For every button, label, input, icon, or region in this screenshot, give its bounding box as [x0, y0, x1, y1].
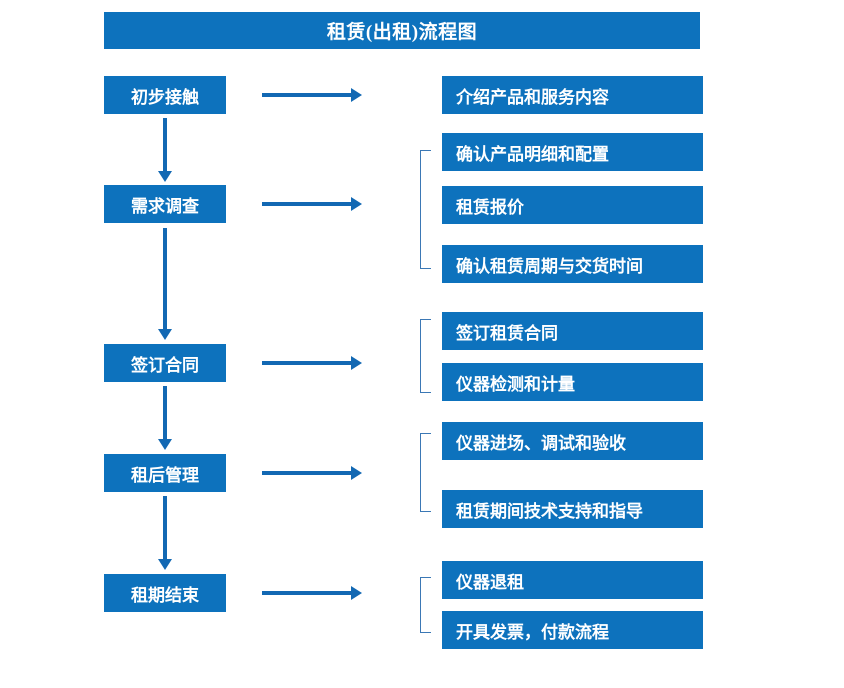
detail-box-invoice-payment-process[interactable]: 开具发票，付款流程	[442, 611, 703, 649]
bracket-sign-contract	[420, 319, 431, 393]
bracket-requirement-survey	[420, 150, 431, 269]
stage-box-initial-contact[interactable]: 初步接触	[104, 76, 226, 114]
horizontal-arrow-4	[262, 466, 362, 480]
horizontal-arrow-2	[262, 197, 362, 211]
bracket-post-lease-management	[420, 433, 431, 512]
horizontal-arrow-5	[262, 586, 362, 600]
stage-box-post-lease-management[interactable]: 租后管理	[104, 454, 226, 492]
bracket-lease-end	[420, 577, 431, 633]
stage-box-lease-end[interactable]: 租期结束	[104, 574, 226, 612]
stage-box-sign-contract[interactable]: 签订合同	[104, 344, 226, 382]
vertical-arrow-4	[158, 496, 172, 570]
vertical-arrow-1	[158, 118, 172, 182]
detail-box-instrument-entry-debug-acceptance[interactable]: 仪器进场、调试和验收	[442, 422, 703, 460]
detail-box-confirm-lease-period[interactable]: 确认租赁周期与交货时间	[442, 245, 703, 283]
vertical-arrow-3	[158, 386, 172, 450]
detail-box-sign-lease-contract[interactable]: 签订租赁合同	[442, 312, 703, 350]
stage-box-requirement-survey[interactable]: 需求调查	[104, 185, 226, 223]
detail-box-instrument-inspection[interactable]: 仪器检测和计量	[442, 363, 703, 401]
detail-box-lease-quotation[interactable]: 租赁报价	[442, 186, 703, 224]
horizontal-arrow-3	[262, 356, 362, 370]
page-title: 租赁(出租)流程图	[104, 12, 700, 49]
vertical-arrow-2	[158, 228, 172, 340]
detail-box-instrument-return[interactable]: 仪器退租	[442, 561, 703, 599]
horizontal-arrow-1	[262, 88, 362, 102]
detail-box-technical-support-during-lease[interactable]: 租赁期间技术支持和指导	[442, 490, 703, 528]
detail-box-confirm-product-details[interactable]: 确认产品明细和配置	[442, 133, 703, 171]
detail-box-introduce-products[interactable]: 介绍产品和服务内容	[442, 76, 703, 114]
